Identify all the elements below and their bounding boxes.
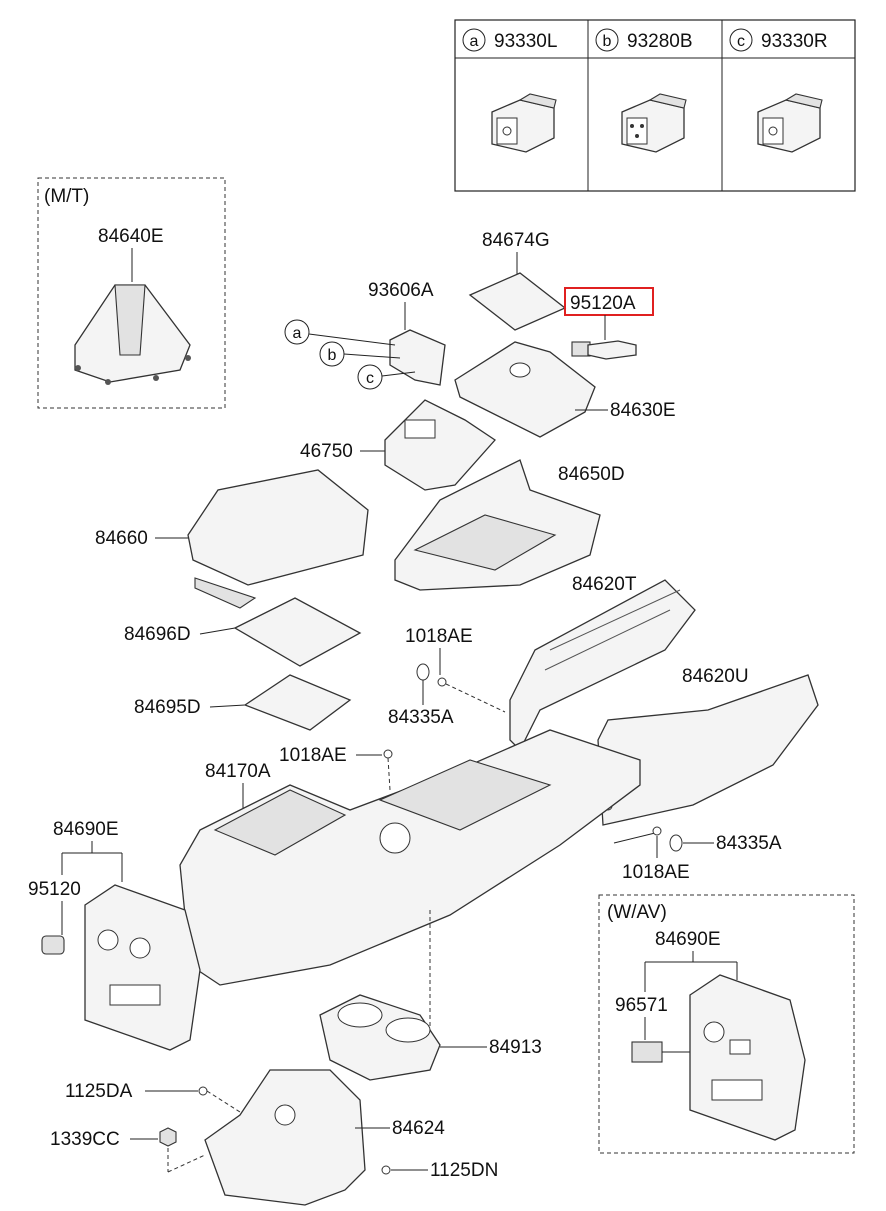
part-84690E-label: 84690E: [53, 819, 119, 840]
screw-1018AE-c-icon: [652, 826, 662, 836]
legend-table: a 93330L b 93280B c 93330R: [454, 19, 856, 192]
legend-part-b: 93280B: [627, 31, 693, 52]
shift-boot-icon: [74, 284, 191, 385]
part-93606A-label: 93606A: [368, 280, 434, 301]
legend-col-b: b 93280B: [595, 28, 693, 153]
connector-95120A-icon: [571, 340, 637, 360]
part-84640E-label: 84640E: [98, 226, 164, 247]
armrest-84660-icon: [187, 469, 369, 609]
panel-84630E-icon: [454, 341, 596, 438]
trim-84650D-icon: [394, 459, 601, 591]
switch-right-icon: [757, 93, 823, 153]
legend-letter-b: b: [603, 33, 612, 50]
part-96571-label: 96571: [615, 995, 668, 1016]
side-panel-84620U-icon: [597, 674, 819, 826]
part-84620U-label: 84620U: [682, 666, 749, 687]
legend-part-a: 93330L: [494, 31, 557, 52]
rear-panel-84690E-icon: [84, 884, 201, 1051]
clip-84335A-b-icon: [669, 834, 683, 852]
usb-95120-icon: [41, 935, 65, 955]
bracket-93606A-icon: [389, 329, 446, 386]
callout-c: c: [357, 364, 416, 390]
svg-text:b: b: [328, 347, 337, 364]
part-84913-label: 84913: [489, 1037, 542, 1058]
part-84690E-wav-label: 84690E: [655, 929, 721, 950]
part-84650D-label: 84650D: [558, 464, 625, 485]
wav-variant-box: (W/AV) 84690E 96571: [598, 894, 855, 1154]
part-1339CC-label: 1339CC: [50, 1129, 120, 1150]
legend-letter-a: a: [470, 33, 479, 50]
wav-label: (W/AV): [607, 902, 667, 923]
switch-left-icon: [491, 93, 557, 153]
nut-1339CC-icon: [159, 1127, 177, 1147]
svg-text:c: c: [366, 370, 374, 387]
part-1125DN-label: 1125DN: [430, 1160, 498, 1181]
cup-holder-84913-icon: [319, 994, 441, 1081]
part-84335A-b-label: 84335A: [716, 833, 782, 854]
callout-b: b: [319, 341, 401, 367]
console-84170A-icon: [179, 729, 641, 986]
bolt-1125DN-icon: [381, 1165, 391, 1175]
aux-jack-96571-icon: [631, 1041, 663, 1063]
part-1018AE-a-label: 1018AE: [405, 626, 473, 647]
part-84674G-label: 84674G: [482, 230, 550, 251]
part-84630E-label: 84630E: [610, 400, 676, 421]
rear-panel-wav-icon: [689, 974, 806, 1141]
shift-indicator-46750-icon: [384, 399, 496, 491]
legend-part-c: 93330R: [761, 31, 828, 52]
part-84696D-label: 84696D: [124, 624, 191, 645]
part-95120-label: 95120: [28, 879, 81, 900]
part-84335A-a-label: 84335A: [388, 707, 454, 728]
svg-text:a: a: [293, 325, 302, 342]
part-84170A-label: 84170A: [205, 761, 271, 782]
bolt-1125DA-icon: [198, 1086, 208, 1096]
side-panel-84620T-icon: [509, 579, 696, 752]
switch-center-icon: [621, 93, 687, 153]
mat-84696D-icon: [233, 597, 362, 667]
mt-label: (M/T): [44, 186, 89, 207]
legend-letter-c: c: [737, 33, 745, 50]
part-1125DA-label: 1125DA: [65, 1081, 133, 1102]
bracket-84624-icon: [204, 1069, 366, 1206]
mat-84695D-icon: [243, 674, 352, 731]
legend-col-a: a 93330L: [462, 28, 557, 153]
part-84624-label: 84624: [392, 1118, 445, 1139]
part-1018AE-b-label: 1018AE: [279, 745, 347, 766]
legend-col-c: c 93330R: [729, 28, 828, 153]
highlight-box: [564, 287, 654, 316]
part-1018AE-c-label: 1018AE: [622, 862, 690, 883]
part-84620T-label: 84620T: [572, 574, 637, 595]
part-46750-label: 46750: [300, 441, 353, 462]
part-84695D-label: 84695D: [134, 697, 201, 718]
part-84660-label: 84660: [95, 528, 148, 549]
mt-variant-box: (M/T) 84640E: [37, 177, 226, 409]
part-95120A-label: 95120A: [570, 293, 636, 314]
screw-1018AE-b-icon: [383, 749, 393, 759]
mat-84674G-icon: [468, 272, 567, 331]
screw-1018AE-a-icon: [437, 677, 447, 687]
clip-84335A-a-icon: [416, 663, 430, 681]
callout-a: a: [284, 319, 396, 346]
